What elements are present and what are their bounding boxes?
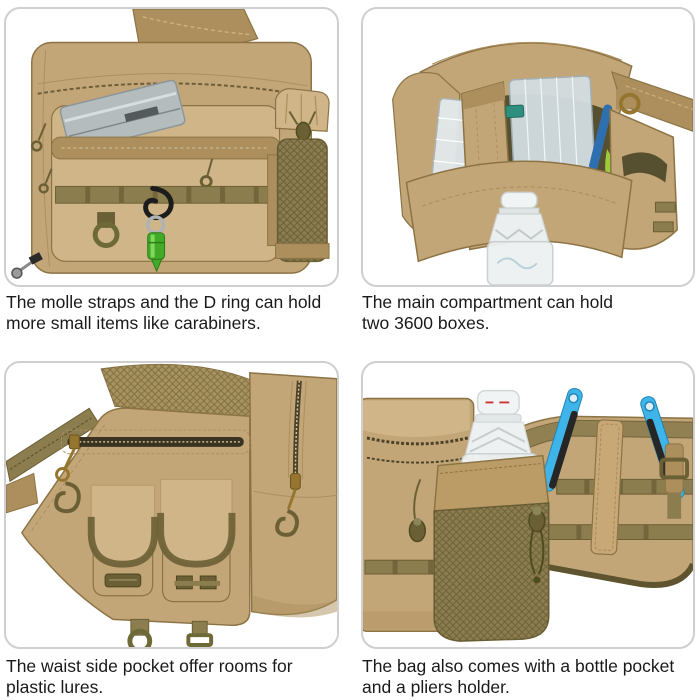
side-buckle-strap <box>659 443 690 519</box>
mesh-back-pad <box>100 363 259 419</box>
bottle-pocket <box>433 454 550 642</box>
gray-tackle-box <box>59 79 186 152</box>
snap-hook <box>54 481 81 514</box>
photo-frame-waist-pocket <box>4 361 339 649</box>
caption-line: The molle straps and the D ring can hold <box>6 292 322 312</box>
caption-line: The bag also comes with a bottle pocket <box>362 656 675 676</box>
caption-line: The main compartment can hold <box>362 292 613 312</box>
caption-line: two 3600 boxes. <box>362 313 490 333</box>
shoulder-strap <box>611 71 693 132</box>
photo-frame-molle-straps <box>4 7 339 287</box>
zipper-slider <box>289 472 301 490</box>
box-latch <box>505 104 525 119</box>
d-ring <box>92 212 120 249</box>
bottom-buckle <box>186 620 214 647</box>
caption-waist-pocket: The waist side pocket offer rooms for pl… <box>6 656 351 698</box>
molle-strap <box>55 185 308 204</box>
carabiner <box>143 185 174 273</box>
strap-clasp <box>11 252 43 279</box>
illustration-waist-wing <box>6 363 337 647</box>
illustration-bag-front-molle <box>11 9 330 279</box>
wing-zipper <box>54 429 251 514</box>
bag-body-right <box>249 372 337 618</box>
lure-pouch-right <box>157 478 236 603</box>
caption-line: The waist side pocket offer rooms for <box>6 656 293 676</box>
illustration-open-compartment <box>392 41 693 285</box>
water-bottle <box>486 191 554 285</box>
caption-line: more small items like carabiners. <box>6 313 261 333</box>
caption-line: plastic lures. <box>6 677 104 697</box>
caption-line: and a pliers holder. <box>362 677 510 697</box>
photo-frame-main-compartment <box>361 7 695 287</box>
lure-pouch-left <box>87 484 159 597</box>
strap-d-ring <box>618 92 641 115</box>
side-bottle-pocket <box>267 88 330 263</box>
snap-hook <box>275 509 299 537</box>
illustration-bottle-pliers <box>363 387 693 642</box>
pliers-holder-strap <box>590 419 624 556</box>
caption-bottle-pliers: The bag also comes with a bottle pocket … <box>362 656 700 698</box>
photo-frame-bottle-pliers <box>361 361 695 649</box>
bottom-d-ring <box>127 618 153 647</box>
caption-molle-straps: The molle straps and the D ring can hold… <box>6 292 351 334</box>
caption-main-compartment: The main compartment can hold two 3600 b… <box>362 292 700 334</box>
